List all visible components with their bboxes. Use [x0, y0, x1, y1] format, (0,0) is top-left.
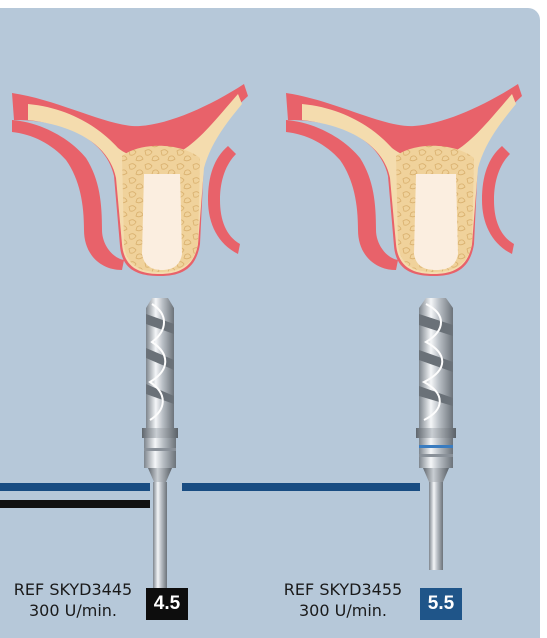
- blue-connector-line: [0, 483, 150, 491]
- illustration-panel: REF SKYD3445 300 U/min. 4.5 REF SKYD3455…: [0, 8, 540, 638]
- speed-label: 300 U/min.: [10, 600, 136, 621]
- bone-cross-section-icon: [12, 84, 248, 276]
- drill-bit-icon: [416, 298, 456, 570]
- black-connector-line: [0, 500, 150, 508]
- drill-sequence-illustration: [0, 8, 540, 638]
- drill-ref-label: REF SKYD3445 300 U/min.: [10, 579, 136, 621]
- bone-cross-section-icon: [286, 84, 522, 276]
- blue-connector-line: [182, 483, 420, 491]
- drill-ref-label: REF SKYD3455 300 U/min.: [280, 579, 406, 621]
- drill-size-badge: 5.5: [420, 588, 462, 620]
- drill-size-badge: 4.5: [146, 588, 188, 620]
- ref-number: REF SKYD3455: [280, 579, 406, 600]
- drill-bit-icon: [142, 298, 178, 614]
- speed-label: 300 U/min.: [280, 600, 406, 621]
- ref-number: REF SKYD3445: [10, 579, 136, 600]
